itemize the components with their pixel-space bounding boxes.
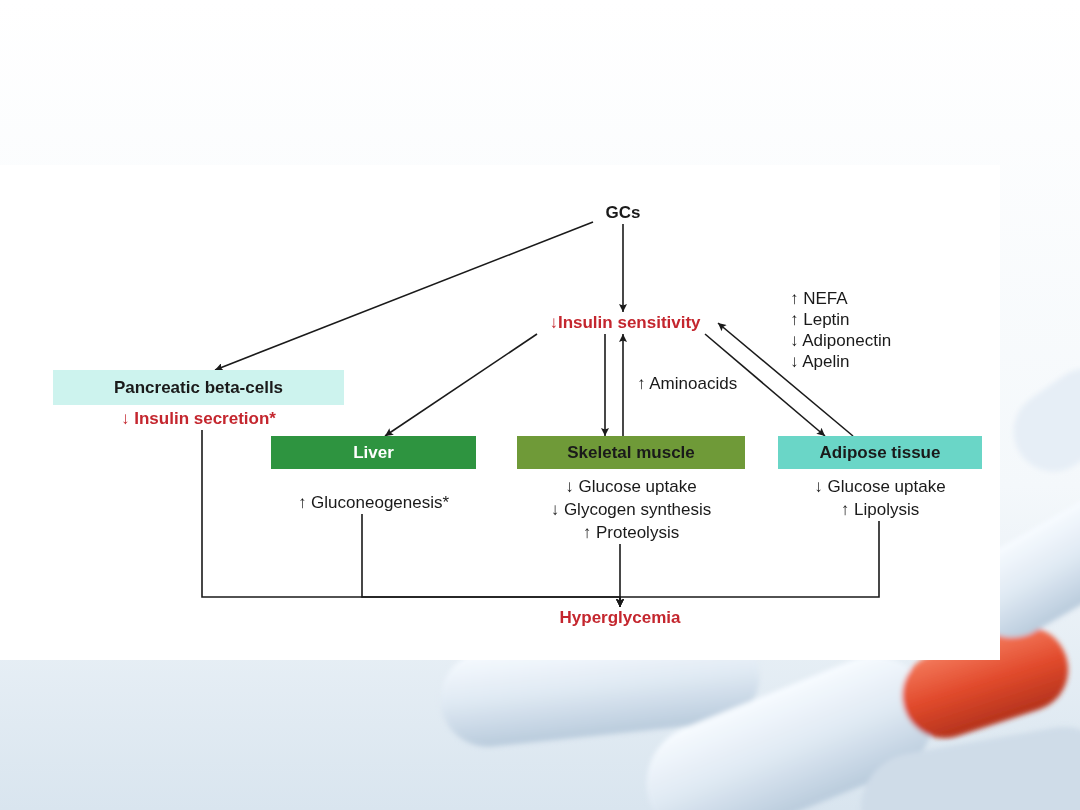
- organ-box: Skeletal muscle ↓ Glucose uptake↓ Glycoge…: [517, 436, 745, 544]
- organ-box: Adipose tissue ↓ Glucose uptake↑ Lipolysi…: [778, 436, 982, 521]
- factor-label: ↓ Adiponectin: [790, 331, 891, 351]
- node-text: Hyperglycemia: [545, 607, 695, 629]
- box-body-text: ↑ Gluconeogenesis*: [271, 491, 476, 514]
- connector-arrow: [215, 222, 593, 370]
- connector-arrow: [362, 514, 620, 607]
- box-body-text: ↓ Glycogen synthesis: [517, 498, 745, 521]
- factor-label: ↓ Apelin: [790, 352, 850, 372]
- factor-label: ↑ Leptin: [790, 310, 850, 330]
- box-title: Pancreatic beta-cells: [53, 370, 344, 405]
- box-body-text: ↓ Glucose uptake: [517, 475, 745, 498]
- node-text: GCs: [593, 202, 653, 224]
- box-title: Liver: [271, 436, 476, 469]
- source-label: GCs: [593, 202, 653, 224]
- box-body-text: ↑ Proteolysis: [517, 521, 745, 544]
- box-body-text: ↓ Insulin secretion*: [53, 407, 344, 430]
- connector-arrow: [622, 334, 624, 436]
- edge-label: ↑ Aminoacids: [637, 374, 737, 394]
- connector-arrow: [604, 334, 606, 436]
- connector-arrow: [385, 334, 537, 436]
- node-text: ↓Insulin sensitivity: [535, 312, 715, 334]
- box-body-text: ↑ Lipolysis: [778, 498, 982, 521]
- figure-panel: [0, 165, 1000, 660]
- box-title: Adipose tissue: [778, 436, 982, 469]
- connector-arrow: [622, 224, 624, 312]
- outcome-label: Hyperglycemia: [545, 607, 695, 629]
- box-title: Skeletal muscle: [517, 436, 745, 469]
- factor-label: ↑ NEFA: [790, 289, 848, 309]
- organ-box: Pancreatic beta-cells↓ Insulin secretion…: [53, 370, 344, 430]
- organ-box: Liver ↑ Gluconeogenesis*: [271, 436, 476, 514]
- box-body-text: ↓ Glucose uptake: [778, 475, 982, 498]
- effect-label: ↓Insulin sensitivity: [535, 312, 715, 334]
